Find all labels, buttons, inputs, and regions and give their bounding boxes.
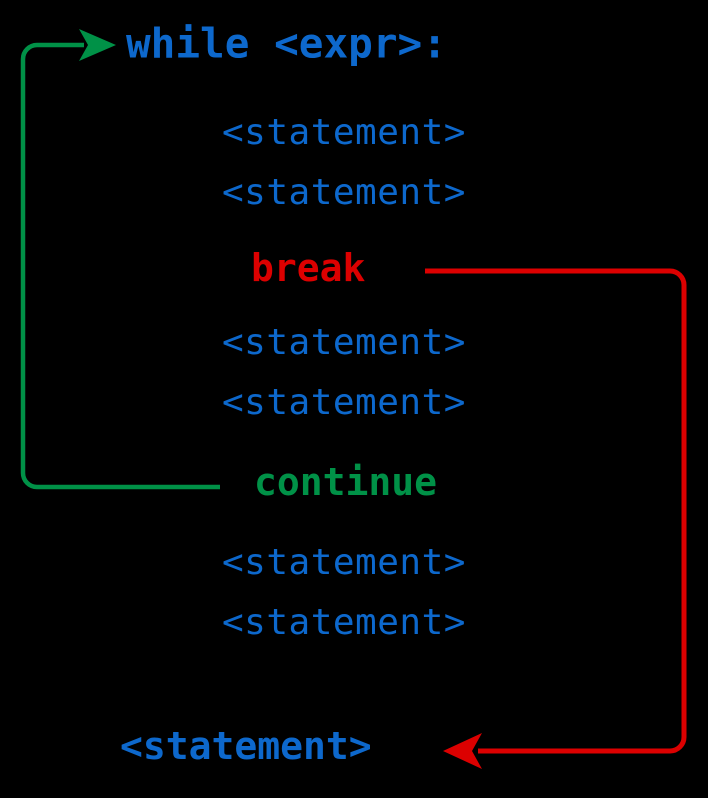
- statement-line-4: <statement>: [222, 382, 466, 423]
- statement-line-1: <statement>: [222, 112, 466, 153]
- statement-line-5: <statement>: [222, 542, 466, 583]
- break-arrowhead-icon: [443, 733, 482, 769]
- continue-arrowhead-icon: [79, 29, 116, 61]
- continue-keyword-line: continue: [254, 460, 438, 504]
- continue-loopback-arrow: [20, 29, 220, 490]
- break-keyword-line: break: [251, 246, 366, 290]
- statement-line-3: <statement>: [222, 322, 466, 363]
- statement-line-6: <statement>: [222, 602, 466, 643]
- statement-after-loop: <statement>: [120, 724, 372, 768]
- while-header-line: while <expr>:: [126, 19, 447, 68]
- statement-line-2: <statement>: [222, 172, 466, 213]
